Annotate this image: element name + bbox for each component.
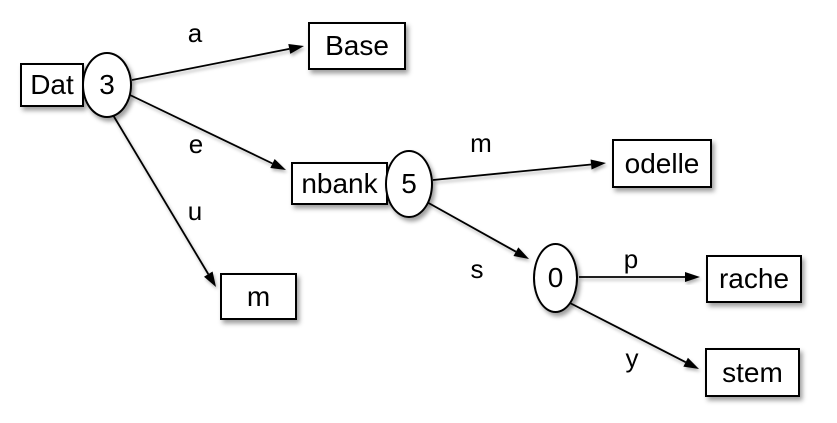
arrowhead-icon bbox=[685, 272, 700, 282]
node-count-3: 3 bbox=[82, 52, 132, 118]
arrowhead-icon bbox=[683, 357, 699, 369]
arrowhead-icon bbox=[590, 159, 606, 170]
arrowhead-icon bbox=[288, 44, 304, 54]
edge-label-m: m bbox=[470, 128, 492, 158]
edge-label-a: a bbox=[187, 18, 203, 48]
node-count-5: 5 bbox=[385, 150, 433, 218]
node-nbank: nbank bbox=[291, 162, 388, 205]
node-dat: Dat bbox=[20, 63, 84, 107]
node-m: m bbox=[220, 273, 297, 320]
arrowhead-icon bbox=[513, 247, 529, 259]
edge-count-0-stem bbox=[567, 301, 699, 369]
edge-count-5-odelle bbox=[432, 159, 606, 181]
node-stem: stem bbox=[705, 348, 800, 397]
node-rache: rache bbox=[706, 255, 802, 303]
edge-count-3-base bbox=[131, 44, 304, 81]
edge-count-3-m bbox=[112, 114, 216, 287]
edge-count-5-count-0 bbox=[424, 200, 529, 259]
edge-label-p: p bbox=[623, 244, 639, 274]
edge-count-3-nbank bbox=[129, 94, 286, 170]
arrowhead-icon bbox=[204, 271, 216, 287]
edge-label-u: u bbox=[187, 196, 203, 226]
edge-label-s: s bbox=[470, 254, 484, 284]
edge-count-0-rache bbox=[579, 272, 700, 282]
node-count-0: 0 bbox=[533, 243, 578, 313]
arrowhead-icon bbox=[270, 158, 286, 170]
node-odelle: odelle bbox=[612, 139, 712, 188]
node-base: Base bbox=[308, 22, 406, 70]
edge-label-y: y bbox=[625, 343, 639, 373]
edge-label-e: e bbox=[188, 129, 204, 159]
